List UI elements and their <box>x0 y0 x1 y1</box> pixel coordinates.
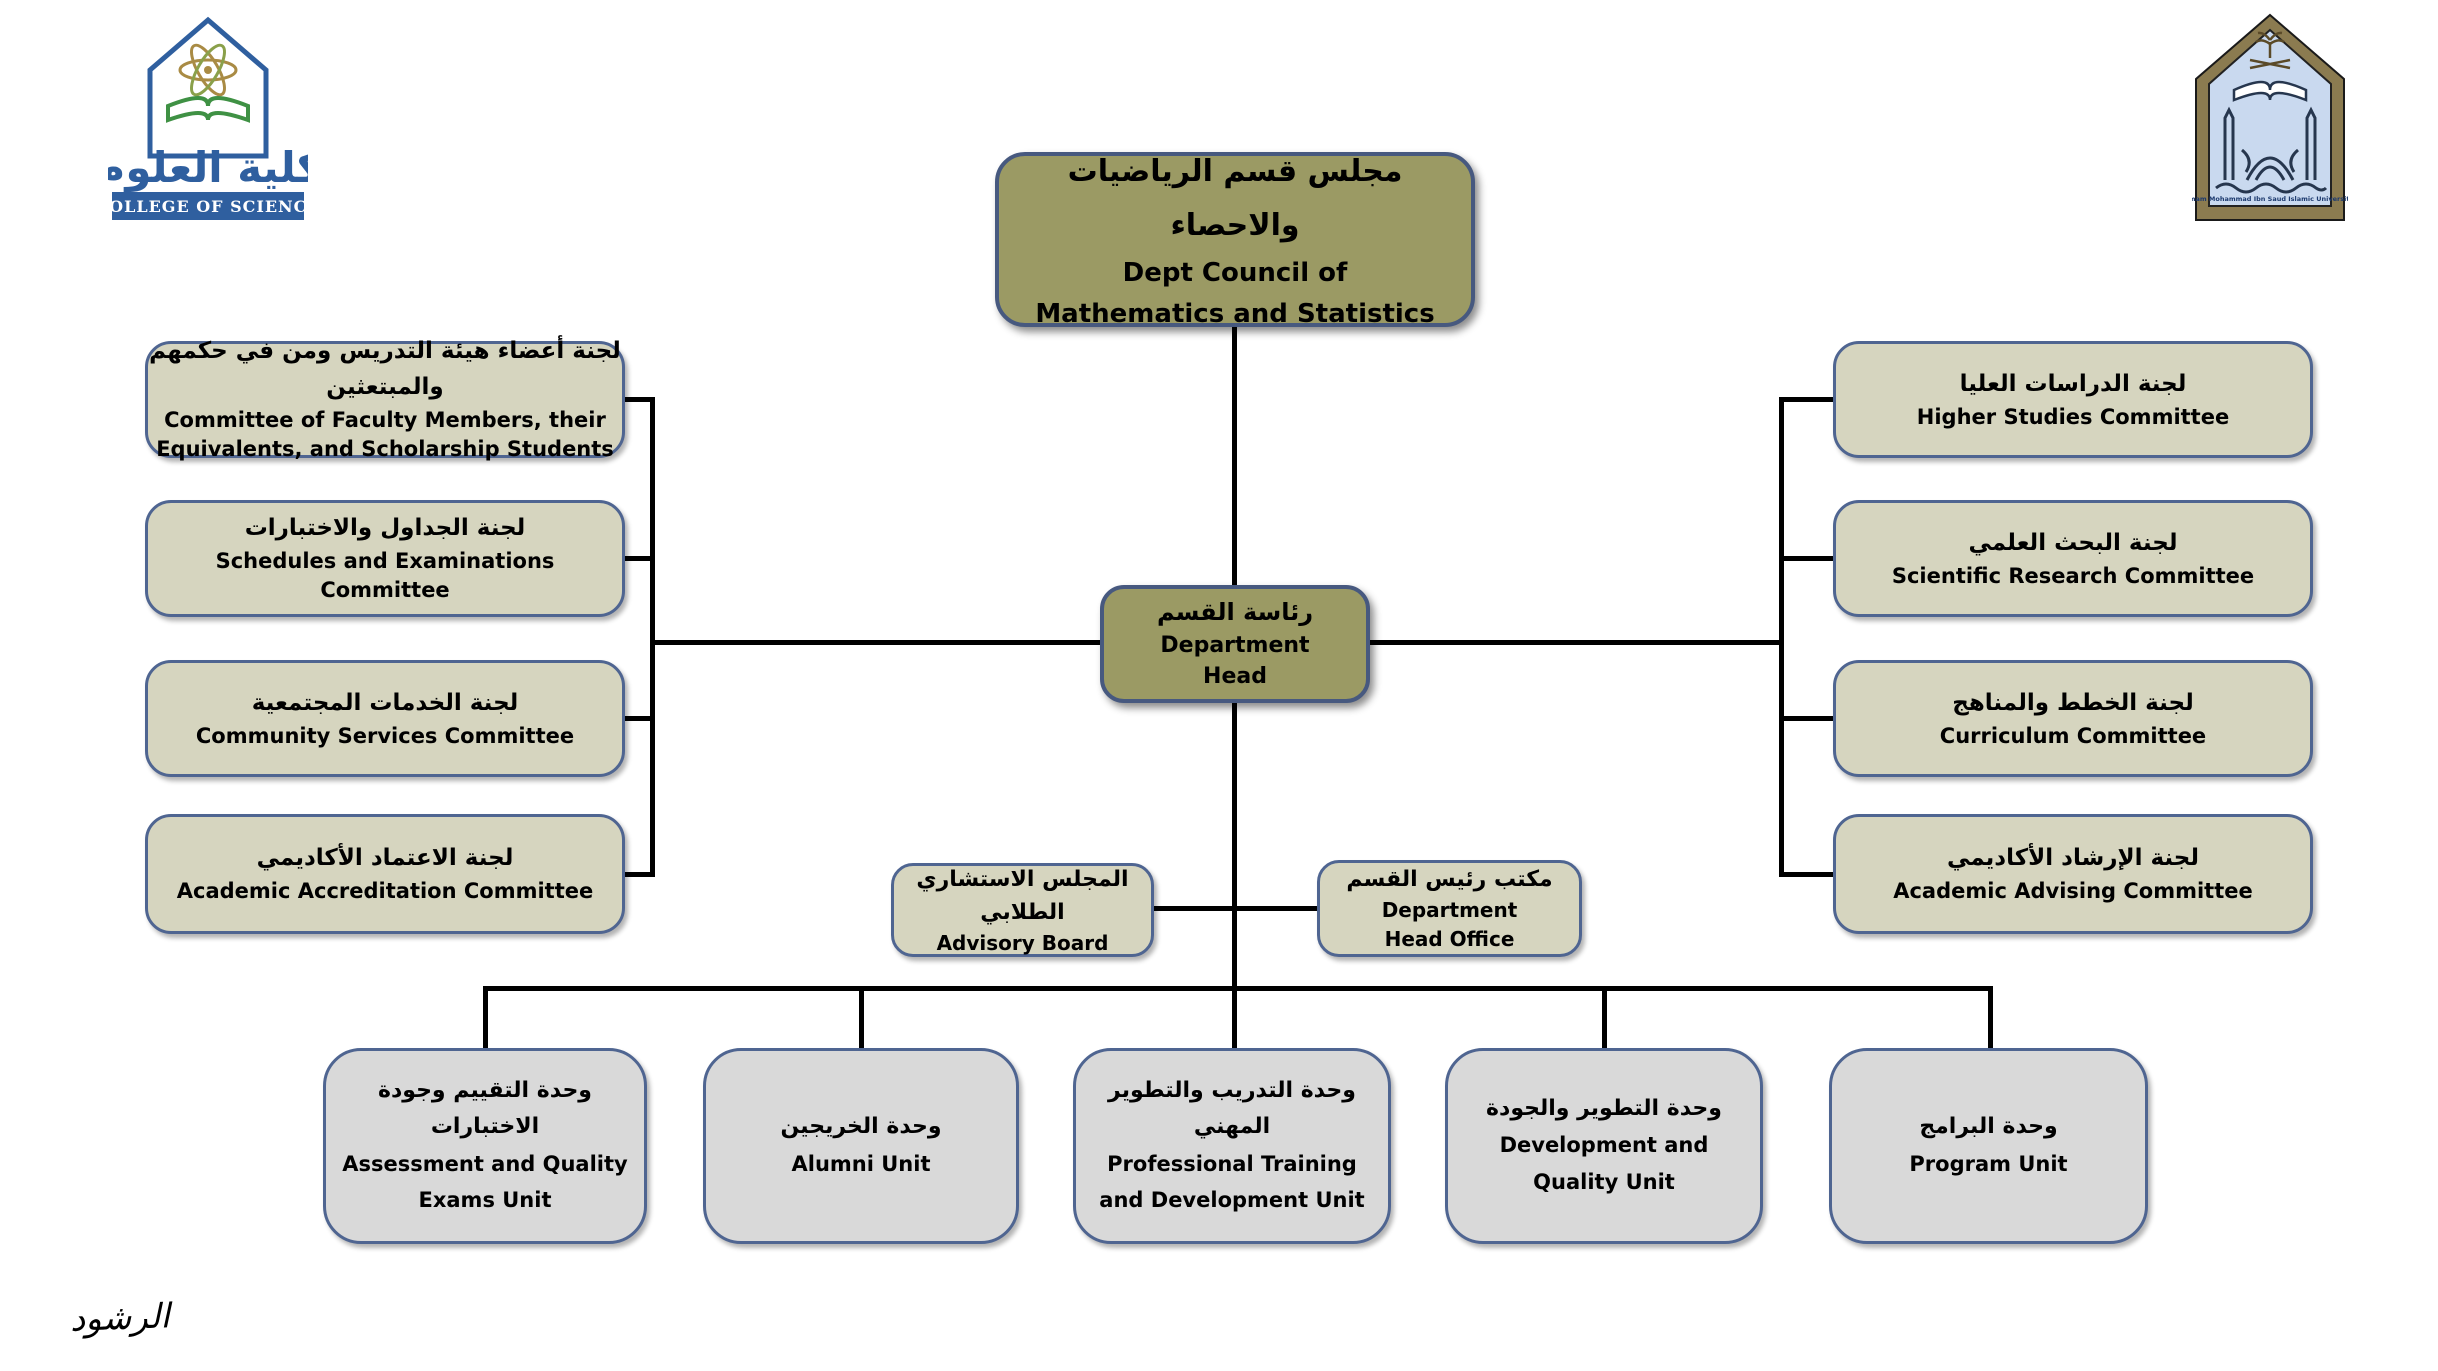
college-logo-house-outline <box>147 16 269 159</box>
unit-english: Professional Training and Development Un… <box>1099 1151 1365 1213</box>
committee-arabic: لجنة البحث العلمي <box>1968 529 2178 556</box>
connector-units-horizontal <box>483 986 1993 991</box>
committee-english: Committee of Faculty Members, their Equi… <box>156 407 614 462</box>
college-logo-caption: COLLEGE OF SCIENCE <box>108 197 308 216</box>
node-department-head-arabic: رئاسة القسم <box>1156 597 1314 626</box>
node-committee-schedules-examinations: لجنة الجداول والاختبارات Schedules and E… <box>145 500 625 617</box>
connector-unit-drop-1 <box>483 986 488 1052</box>
connector-right-stub-4 <box>1782 872 1835 877</box>
connector-top-vertical <box>1232 327 1237 585</box>
unit-arabic: وحدة الخريجين <box>780 1114 942 1140</box>
connector-left-stub-4 <box>623 872 655 877</box>
head-office-arabic: مكتب رئيس القسم <box>1346 867 1553 892</box>
unit-arabic: وحدة التقييم وجودة الاختبارات <box>378 1077 592 1140</box>
committee-english: Higher Studies Committee <box>1916 404 2230 429</box>
node-department-head-english-2: Head <box>1203 664 1267 690</box>
advisory-board-arabic: المجلس الاستشاري الطلابي <box>916 866 1129 925</box>
college-logo-banner <box>112 192 304 220</box>
node-committee-curriculum: لجنة الخطط والمناهج Curriculum Committee <box>1833 660 2313 777</box>
university-logo: Imam Mohammad Ibn Saud Islamic Universit… <box>2192 13 2348 221</box>
signature-text: الرشود <box>69 1296 171 1340</box>
connector-right-stub-1 <box>1782 397 1835 402</box>
node-dept-council: مجلس قسم الرياضيات والاحصاء Dept Council… <box>995 152 1475 329</box>
node-department-head: رئاسة القسم Department Head <box>1100 585 1370 703</box>
node-committee-scientific-research: لجنة البحث العلمي Scientific Research Co… <box>1833 500 2313 617</box>
unit-english: Development and Quality Unit <box>1499 1133 1709 1195</box>
connector-right-stub-3 <box>1782 716 1835 721</box>
connector-left-bracket <box>650 397 655 877</box>
node-advisory-board: المجلس الاستشاري الطلابي Advisory Board <box>891 863 1154 957</box>
committee-english: Curriculum Committee <box>1939 723 2207 748</box>
committee-english: Scientific Research Committee <box>1891 563 2255 588</box>
connector-left-main <box>652 640 1100 645</box>
node-dept-council-english-1: Dept Council of <box>1122 258 1348 289</box>
connector-right-bracket <box>1779 397 1784 877</box>
committee-english: Community Services Committee <box>195 723 575 748</box>
college-logo-arabic: كلية العلوم <box>108 143 308 193</box>
connector-unit-drop-3 <box>1232 986 1237 1052</box>
node-unit-alumni: وحدة الخريجين Alumni Unit <box>703 1048 1019 1244</box>
unit-arabic: وحدة البرامج <box>1919 1114 2058 1140</box>
unit-english: Program Unit <box>1909 1151 2068 1176</box>
calligraphy-band <box>2215 182 2328 194</box>
university-logo-inner <box>2208 28 2332 207</box>
unit-arabic: وحدة التدريب والتطوير المهني <box>1108 1077 1356 1140</box>
head-office-english-1: Department <box>1381 898 1518 922</box>
connector-left-stub-2 <box>623 556 655 561</box>
connector-advisory-office <box>1154 906 1317 911</box>
node-unit-program: وحدة البرامج Program Unit <box>1829 1048 2148 1244</box>
connector-unit-drop-4 <box>1602 986 1607 1052</box>
head-office-english-2: Head Office <box>1384 927 1515 951</box>
unit-english: Assessment and Quality Exams Unit <box>342 1151 628 1213</box>
connector-unit-drop-2 <box>859 986 864 1052</box>
unit-english: Alumni Unit <box>791 1151 931 1176</box>
connector-right-stub-2 <box>1782 556 1835 561</box>
node-unit-professional-training: وحدة التدريب والتطوير المهني Professiona… <box>1073 1048 1391 1244</box>
node-committee-academic-accreditation: لجنة الاعتماد الأكاديمي Academic Accredi… <box>145 814 625 934</box>
committee-arabic: لجنة الخطط والمناهج <box>1952 689 2194 716</box>
palm-swords-icon <box>2249 31 2291 70</box>
node-dept-council-english-2: Mathematics and Statistics <box>1035 298 1435 329</box>
committee-arabic: لجنة أعضاء هيئة التدريس ومن في حكمهم وال… <box>149 338 621 401</box>
connector-right-main <box>1370 640 1779 645</box>
node-dept-council-arabic: مجلس قسم الرياضيات والاحصاء <box>1067 154 1403 244</box>
unit-arabic: وحدة التطوير والجودة <box>1486 1096 1722 1122</box>
committee-arabic: لجنة الدراسات العليا <box>1959 370 2187 397</box>
university-book-icon <box>2232 80 2308 102</box>
connector-center-vertical <box>1232 700 1237 991</box>
committee-arabic: لجنة الاعتماد الأكاديمي <box>256 845 514 872</box>
mosque-icon <box>2223 106 2317 181</box>
connector-left-stub-1 <box>623 397 655 402</box>
node-department-head-office: مكتب رئيس القسم Department Head Office <box>1317 860 1582 957</box>
connector-left-stub-3 <box>623 716 655 721</box>
node-unit-development-quality: وحدة التطوير والجودة Development and Qua… <box>1445 1048 1763 1244</box>
node-unit-assessment-quality-exams: وحدة التقييم وجودة الاختبارات Assessment… <box>323 1048 647 1244</box>
committee-arabic: لجنة الإرشاد الأكاديمي <box>1946 845 2200 872</box>
node-committee-community-services: لجنة الخدمات المجتمعية Community Service… <box>145 660 625 777</box>
committee-arabic: لجنة الجداول والاختبارات <box>244 515 526 542</box>
committee-english: Academic Accreditation Committee <box>176 879 594 904</box>
node-committee-higher-studies: لجنة الدراسات العليا Higher Studies Comm… <box>1833 341 2313 458</box>
connector-unit-drop-5 <box>1988 986 1993 1052</box>
node-committee-academic-advising: لجنة الإرشاد الأكاديمي Academic Advising… <box>1833 814 2313 934</box>
college-of-science-logo: كلية العلوم COLLEGE OF SCIENCE <box>108 16 308 220</box>
atom-icon <box>178 43 238 97</box>
university-logo-caption: Imam Mohammad Ibn Saud Islamic Universit… <box>2192 195 2348 203</box>
advisory-board-english: Advisory Board <box>936 930 1109 955</box>
node-committee-faculty-members: لجنة أعضاء هيئة التدريس ومن في حكمهم وال… <box>145 338 625 461</box>
committee-english: Schedules and Examinations Committee <box>215 548 555 603</box>
node-department-head-english-1: Department <box>1160 632 1310 658</box>
committee-english: Academic Advising Committee <box>1893 879 2253 904</box>
book-icon <box>166 96 250 123</box>
committee-arabic: لجنة الخدمات المجتمعية <box>251 689 519 716</box>
